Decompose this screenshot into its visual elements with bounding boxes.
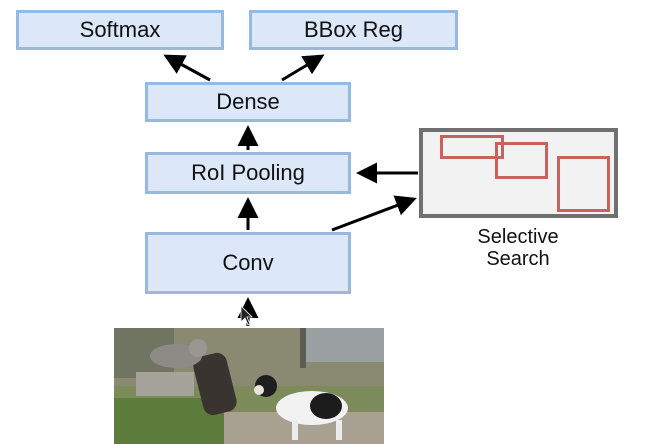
- region-proposal-2: [495, 142, 548, 179]
- photo-door: [300, 328, 384, 362]
- arrow-dense-to-softmax: [163, 54, 211, 82]
- region-proposal-3: [557, 156, 610, 212]
- roi-pooling-box: RoI Pooling: [145, 152, 351, 194]
- roi-pooling-label: RoI Pooling: [191, 160, 305, 185]
- selective-search-line1: Selective: [477, 226, 559, 248]
- photo-dog-leg: [336, 420, 342, 440]
- photo-cat-head: [189, 339, 207, 357]
- softmax-box: Softmax: [16, 10, 224, 50]
- photo-dog-leg: [292, 420, 298, 440]
- photo-door-frame: [300, 328, 306, 368]
- mouse-cursor-icon: [240, 305, 253, 326]
- selective-search-line2: Search: [486, 248, 550, 270]
- selective-search-panel: [419, 128, 618, 218]
- photo-dog-muzzle: [254, 385, 264, 395]
- selective-search-label: Selective Search: [420, 226, 616, 270]
- input-image: [114, 328, 384, 444]
- conv-label: Conv: [222, 250, 274, 275]
- photo-stone-block: [136, 372, 194, 396]
- arrow-dense-to-bbox: [281, 54, 325, 82]
- photo-log: [193, 352, 237, 416]
- dense-box: Dense: [145, 82, 351, 122]
- softmax-label: Softmax: [79, 17, 161, 42]
- arrow-conv-to-search: [331, 195, 417, 232]
- photo-dog-patch: [310, 393, 342, 419]
- bbox-reg-label: BBox Reg: [303, 17, 404, 42]
- bbox-reg-box: BBox Reg: [249, 10, 458, 50]
- photo-cat-body: [150, 344, 202, 368]
- conv-box: Conv: [145, 232, 351, 294]
- dense-label: Dense: [216, 89, 280, 114]
- region-proposal-1: [440, 135, 504, 159]
